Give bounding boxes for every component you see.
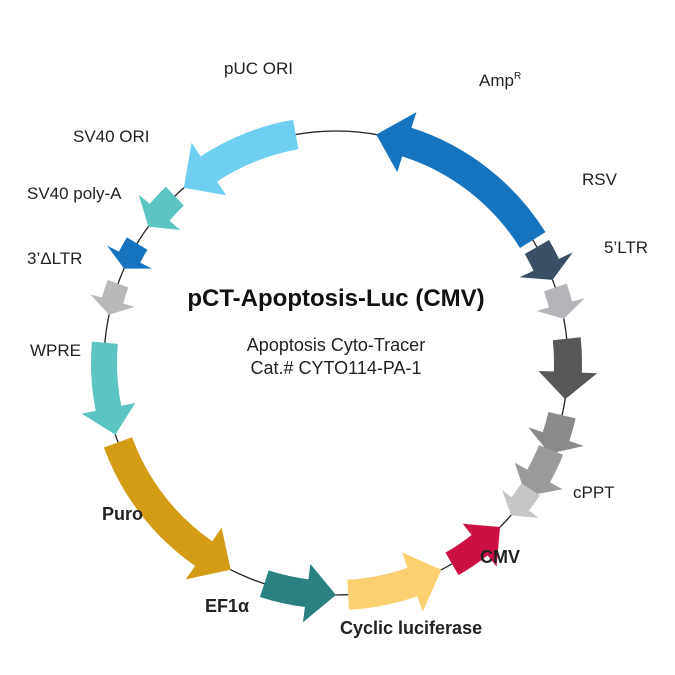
feature-arrow-unlabeled3 (514, 445, 564, 497)
feature-arrow-unlabeled1 (538, 337, 598, 400)
label-ef1a: EF1α (205, 596, 249, 616)
feature-arrow-wpre (81, 341, 136, 435)
feature-arrows (81, 112, 598, 623)
feature-arrow-cppt (501, 483, 540, 518)
feature-arrow-sv40pa (107, 237, 152, 269)
feature-arrow-rsv (519, 240, 573, 280)
label-sv40-polya: SV40 poly-A (27, 184, 122, 203)
feature-arrow-puc (183, 119, 299, 196)
label-puc-ori: pUC ORI (224, 59, 293, 78)
label-puro: Puro (102, 504, 143, 524)
feature-arrow-ampr (376, 112, 546, 249)
label-3-delta-ltr: 3’ΔLTR (27, 249, 82, 268)
plasmid-name: pCT-Apoptosis-Luc (CMV) (187, 285, 484, 312)
label-cmv: CMV (480, 547, 520, 567)
plasmid-catalog: Cat.# CYTO114-PA-1 (250, 358, 421, 378)
feature-arrow-ltr5 (536, 283, 585, 319)
label-cppt: cPPT (573, 483, 615, 502)
label-5ltr: 5’LTR (604, 238, 648, 257)
feature-arrow-cmv (445, 523, 501, 576)
feature-arrow-sv40ori (138, 186, 184, 231)
label-ampr: AmpR (479, 71, 521, 90)
feature-arrow-ef1a (259, 563, 336, 623)
label-rsv: RSV (582, 170, 618, 189)
feature-arrow-puro (103, 437, 231, 580)
label-sv40-ori: SV40 ORI (73, 127, 150, 146)
plasmid-description: Apoptosis Cyto-Tracer (247, 335, 425, 355)
label-cyclic-luciferase: Cyclic luciferase (340, 618, 482, 638)
feature-arrow-luc (347, 552, 442, 612)
feature-arrow-unlabeled2 (528, 412, 584, 454)
feature-arrow-ltr3 (90, 279, 135, 315)
label-wpre: WPRE (30, 341, 81, 360)
